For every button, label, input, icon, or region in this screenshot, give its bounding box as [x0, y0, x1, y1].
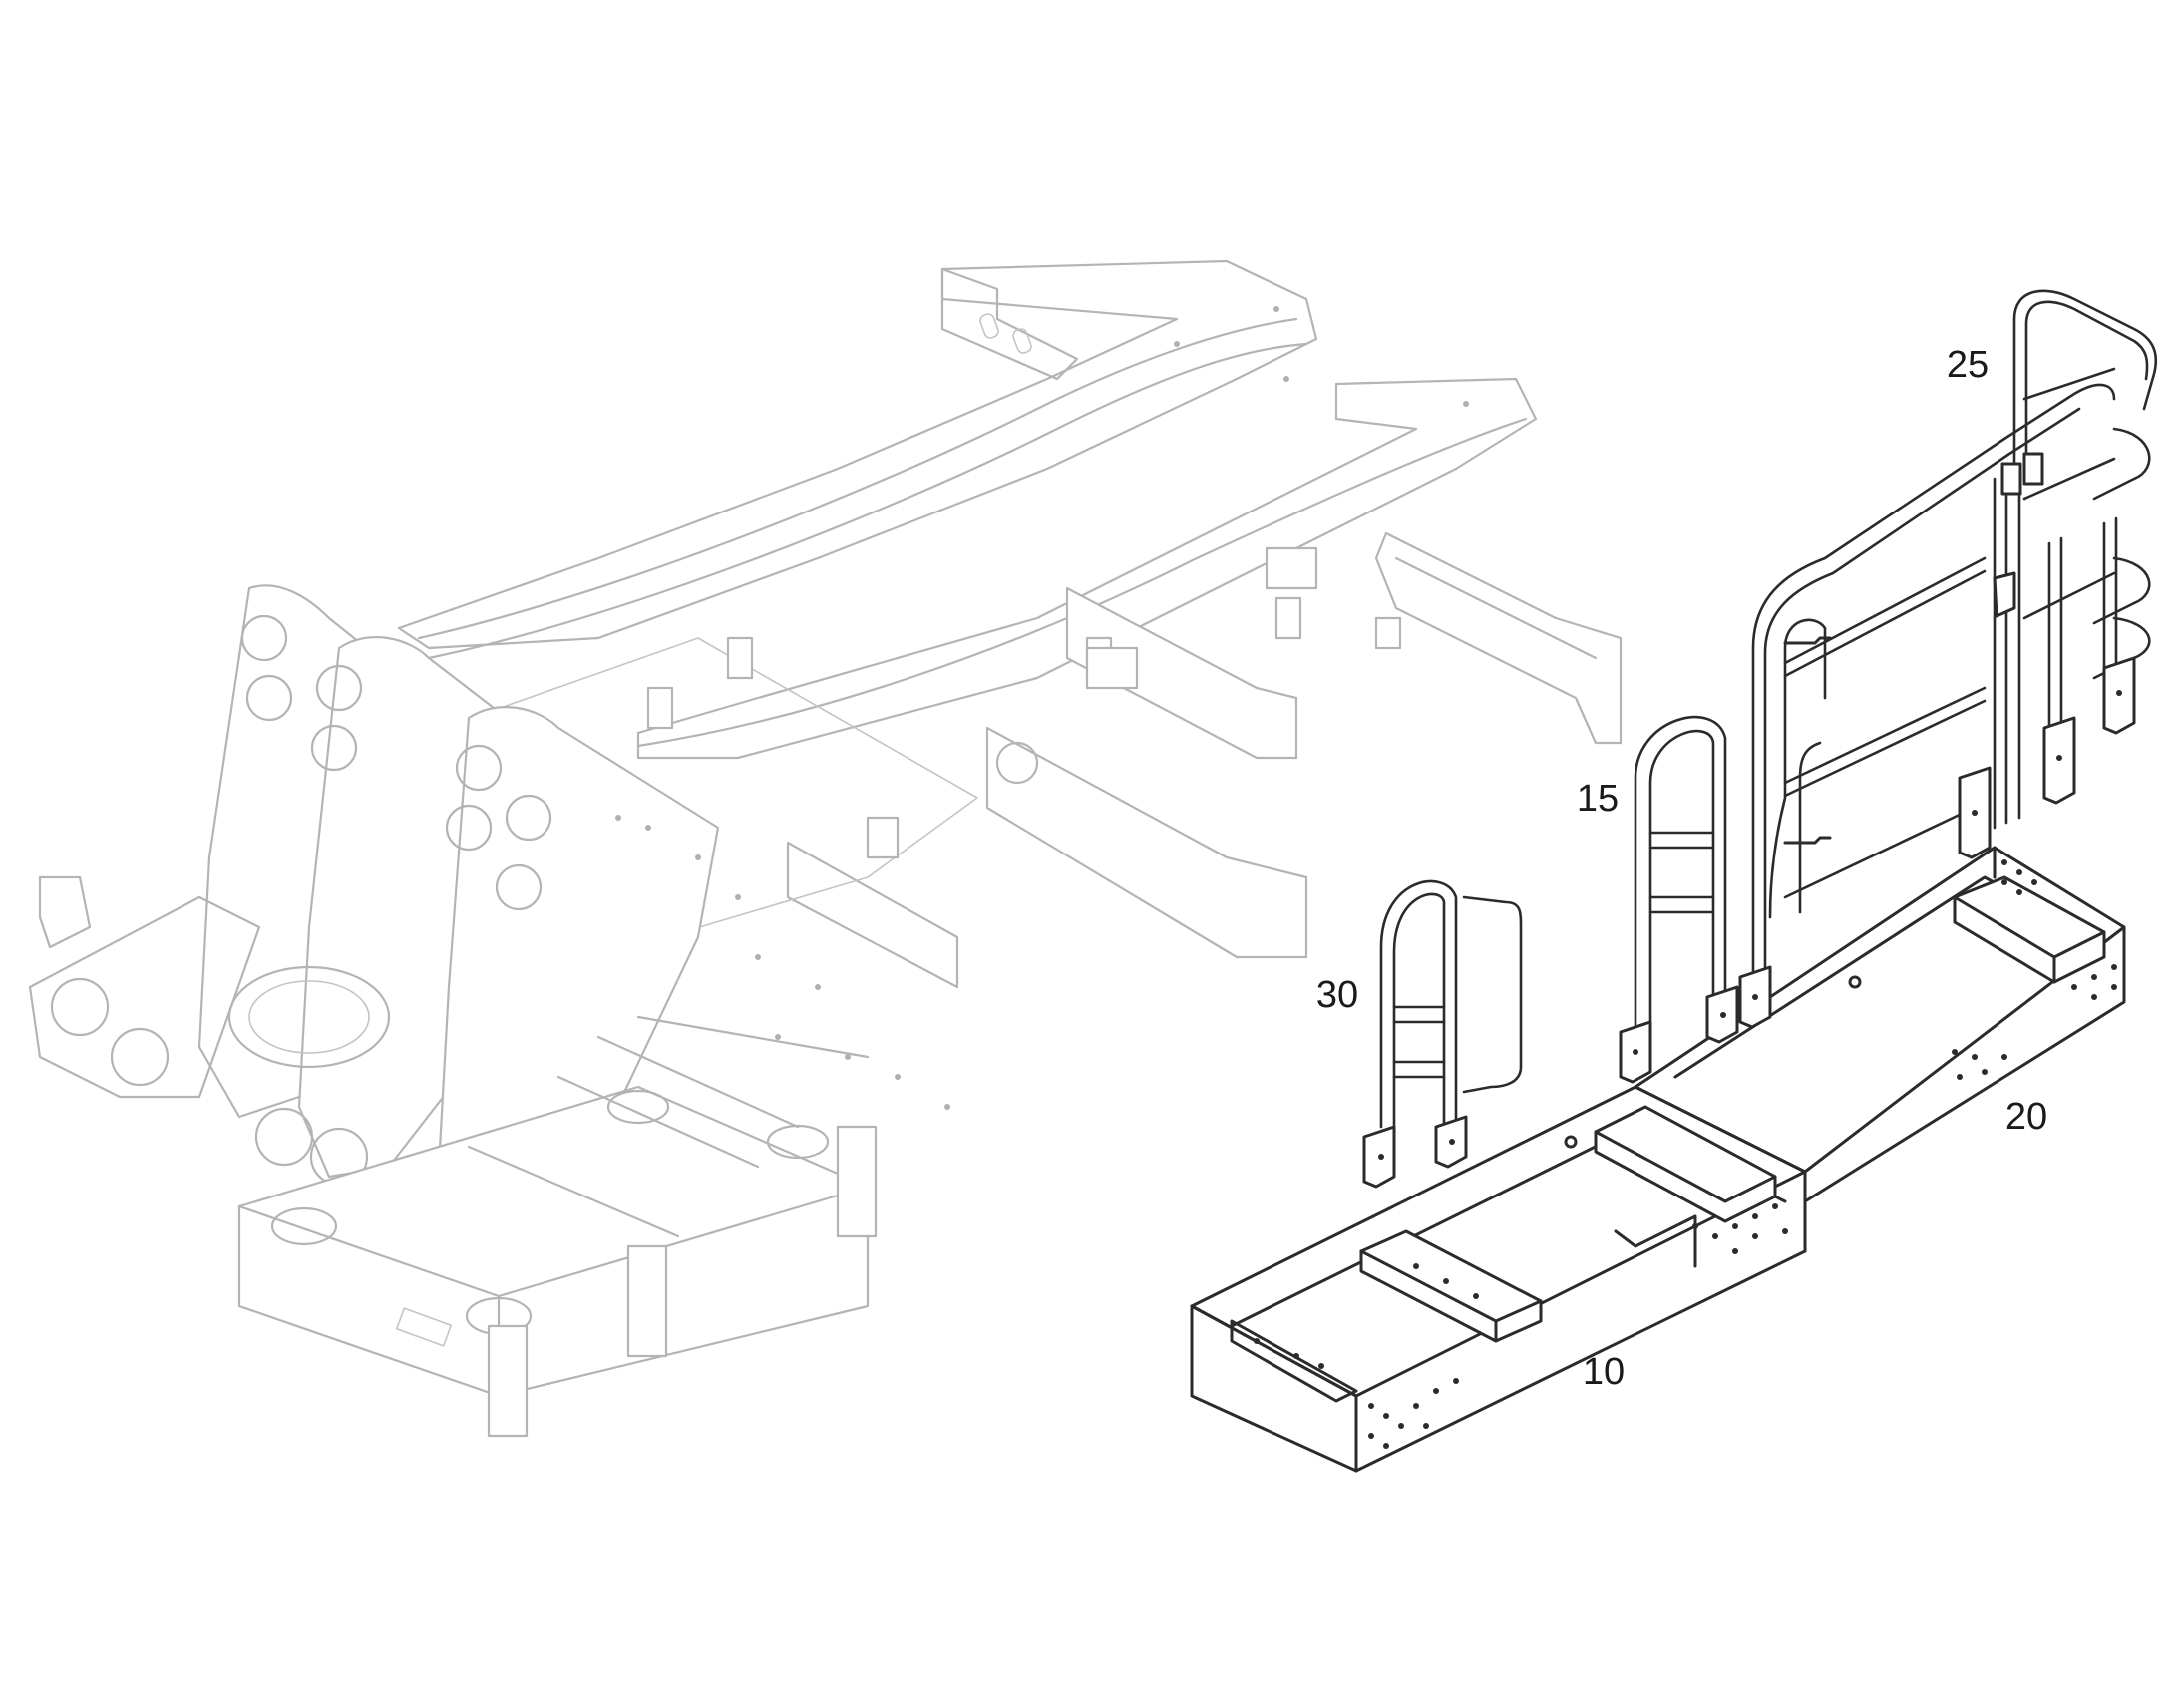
chassis-frame-ghost [28, 259, 1623, 1438]
callout-10: 10 [1583, 1351, 1625, 1393]
handrail-large [1738, 289, 2158, 1029]
callout-30: 30 [1316, 974, 1358, 1016]
callout-15: 15 [1577, 778, 1619, 820]
callout-20: 20 [2005, 1096, 2047, 1138]
walkway-box-rear [1634, 846, 2126, 1253]
handrail-small [1619, 715, 1739, 1084]
callout-25: 25 [1947, 344, 1989, 386]
walkway-box-front [1190, 1085, 1807, 1473]
grab-handle [1362, 879, 1523, 1189]
callout-labels: 10 15 20 25 30 [1316, 344, 2047, 1393]
